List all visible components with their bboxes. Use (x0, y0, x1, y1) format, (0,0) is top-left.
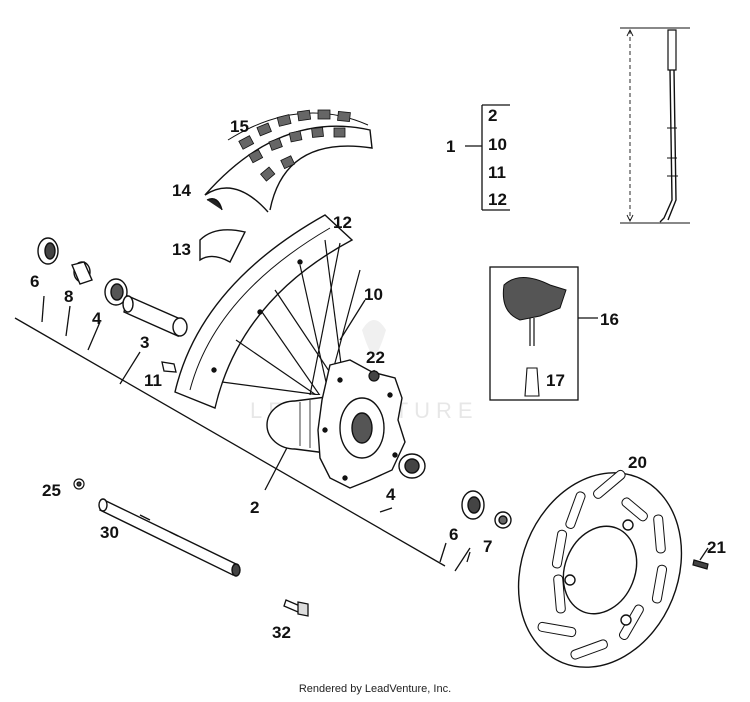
hub (266, 359, 406, 489)
callout-32: 32 (272, 623, 291, 642)
bolt-21 (692, 559, 709, 570)
callout-16: 16 (600, 310, 619, 329)
callout-10: 10 (364, 285, 383, 304)
nut-22 (368, 370, 380, 382)
spacer-7 (494, 511, 512, 529)
callout-25: 25 (42, 481, 61, 500)
bolt-25 (73, 478, 85, 490)
spacer-8 (71, 261, 93, 285)
spoke-illustration-10 (620, 27, 690, 224)
distance-tube-3 (122, 295, 188, 338)
callout-8: 8 (64, 287, 73, 306)
tire-tread (238, 109, 351, 182)
bolt-32 (283, 599, 309, 617)
callout-15: 15 (230, 117, 249, 136)
callout-4-right: 4 (386, 485, 396, 504)
valve-box (489, 266, 579, 401)
callouts: 1 2 10 11 12 15 14 13 12 10 6 8 4 3 11 2… (30, 106, 726, 642)
callout-13: 13 (172, 240, 191, 259)
callout-6-left: 6 (30, 272, 39, 291)
leader-lines (14, 104, 709, 572)
callout-2: 2 (250, 498, 259, 517)
callout-21: 21 (707, 538, 726, 557)
footer-credit: Rendered by LeadVenture, Inc. (298, 683, 452, 695)
callout-3: 3 (140, 333, 149, 352)
callout-10-list: 10 (488, 135, 507, 154)
seal-6-right (461, 490, 485, 520)
callout-7: 7 (483, 537, 492, 556)
callout-2-list: 2 (488, 106, 497, 125)
bearing-4-right (398, 453, 426, 479)
callout-4-left: 4 (92, 309, 102, 328)
callout-12: 12 (333, 213, 352, 232)
bearing-4-left (104, 278, 128, 306)
callout-11-list: 11 (488, 163, 506, 182)
callout-30: 30 (100, 523, 119, 542)
callout-14: 14 (172, 181, 191, 200)
tire-assembly (174, 109, 373, 409)
callout-17: 17 (546, 371, 565, 390)
callout-6-right: 6 (449, 525, 458, 544)
callout-12-list: 12 (488, 190, 507, 209)
valve-11 (161, 361, 177, 373)
callout-22: 22 (366, 348, 385, 367)
seal-6-left (37, 237, 59, 265)
disc-slots (537, 469, 668, 660)
callout-20: 20 (628, 453, 647, 472)
axle-30 (98, 498, 241, 577)
brake-disc-20 (517, 469, 683, 668)
callout-11: 11 (144, 371, 162, 390)
callout-1: 1 (446, 137, 455, 156)
